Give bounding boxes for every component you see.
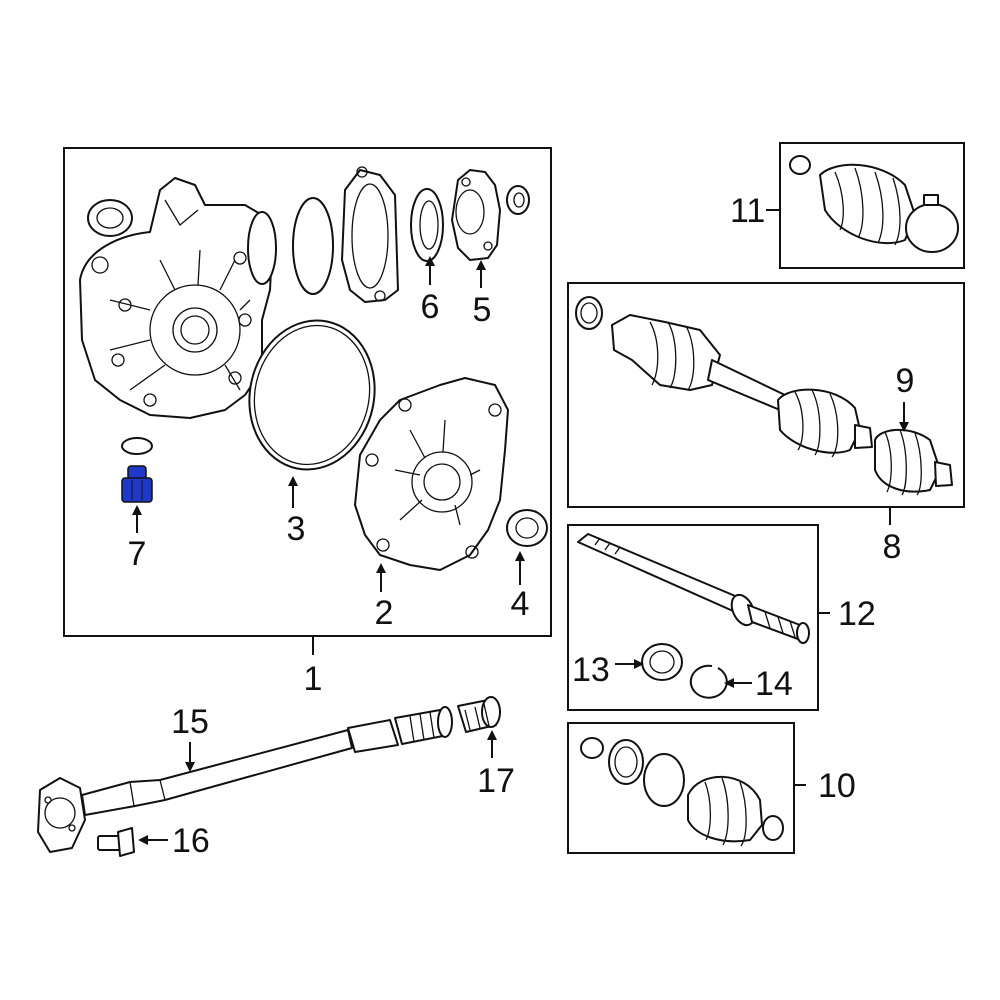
differential-assembly-box bbox=[63, 147, 552, 637]
callout-13: 13 bbox=[572, 651, 610, 689]
inner-boot-kit-box bbox=[567, 722, 795, 854]
axle-shaft-assembly[interactable] bbox=[575, 296, 953, 496]
axle-seal-small[interactable] bbox=[87, 199, 133, 237]
companion-flange[interactable] bbox=[451, 169, 501, 261]
flange-plate[interactable] bbox=[341, 166, 399, 303]
callout-1: 1 bbox=[304, 660, 323, 698]
inner-cv-boot-kit[interactable] bbox=[580, 737, 784, 847]
center-support-bearing[interactable] bbox=[457, 696, 501, 733]
callout-10: 10 bbox=[818, 767, 856, 805]
driveshaft[interactable] bbox=[37, 706, 453, 853]
callout-7: 7 bbox=[128, 535, 147, 573]
callout-2: 2 bbox=[375, 594, 394, 632]
intermediate-bearing[interactable] bbox=[641, 643, 683, 681]
intermediate-shaft-box bbox=[567, 524, 819, 711]
callout-6: 6 bbox=[421, 288, 440, 326]
callout-4: 4 bbox=[511, 585, 530, 623]
differential-housing[interactable] bbox=[79, 177, 277, 419]
differential-cover[interactable] bbox=[354, 377, 509, 571]
cover-o-ring[interactable] bbox=[236, 309, 388, 482]
cover-seal[interactable] bbox=[506, 509, 548, 547]
snap-ring[interactable] bbox=[689, 664, 728, 699]
callout-3: 3 bbox=[287, 510, 306, 548]
boot-kit-box bbox=[779, 142, 965, 269]
axle-shaft-box bbox=[567, 282, 965, 508]
intermediate-shaft[interactable] bbox=[577, 533, 810, 644]
flange-nut[interactable] bbox=[506, 185, 530, 215]
callout-15: 15 bbox=[171, 703, 209, 741]
callout-9: 9 bbox=[896, 362, 915, 400]
drain-plug-washer[interactable] bbox=[121, 437, 153, 455]
flange-o-ring[interactable] bbox=[292, 197, 334, 295]
callout-5: 5 bbox=[473, 291, 492, 329]
drain-plug[interactable] bbox=[121, 465, 153, 503]
callout-8: 8 bbox=[883, 528, 902, 566]
callout-11: 11 bbox=[730, 192, 765, 230]
callout-17: 17 bbox=[477, 762, 515, 800]
pinion-seal[interactable] bbox=[410, 188, 444, 262]
callout-16: 16 bbox=[172, 822, 210, 860]
callout-14: 14 bbox=[755, 665, 793, 703]
callout-12: 12 bbox=[838, 595, 876, 633]
driveshaft-bolt[interactable] bbox=[97, 827, 135, 857]
outer-cv-boot[interactable] bbox=[789, 155, 959, 253]
